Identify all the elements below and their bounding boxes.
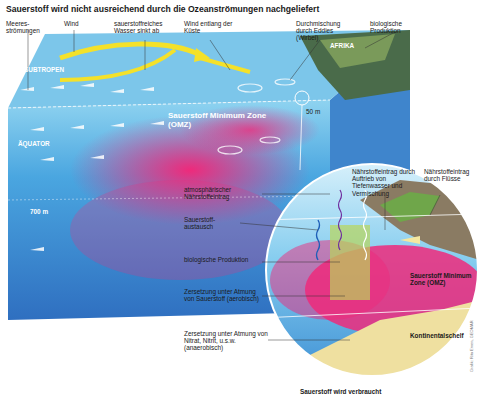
annotation-label: SUBTROPEN [24,66,84,73]
annotation-label: Sauerstoff Minimum Zone (OMZ) [410,272,472,286]
annotation-label: Zersetzung unter Atmung von Nitrat, Nitr… [184,330,270,352]
annotation-label: 50 m [306,108,336,115]
annotation-label: Wind [64,20,94,27]
annotation-label: Durchmischung durch Eddies (Wirbel) [296,20,356,42]
annotation-label: Kontinentalschelf [410,332,472,339]
annotation-label: Wind entlang der Küste [184,20,240,34]
annotation-label: Sauerstoff-austausch [184,216,242,230]
annotation-label: sauerstoffreiches Wasser sinkt ab [114,20,178,34]
annotation-label: AFRIKA [330,42,370,49]
annotation-label: Zersetzung unter Atmung von Sauerstoff (… [184,288,266,302]
annotation-label: Sauerstoff Minimum Zone (OMZ) [168,112,288,130]
annotation-label: Meeres-strömungen [6,20,46,34]
annotation-label: Grafik: Rita Erven, GEOMAR [470,320,474,372]
annotation-label: Nährstoffeintrag durch Flüsse [424,168,478,182]
annotation-label: ÄQUATOR [18,140,78,147]
annotation-label: Sauerstoff wird verbraucht [300,388,440,395]
annotation-label: atmosphärischer Nährstoffeintrag [184,186,264,200]
annotation-label: biologische Produktion [184,256,264,263]
title: Sauerstoff wird nicht ausreichend durch … [6,4,319,14]
annotation-label: biologische Produktion [370,20,426,34]
annotation-label: 700 m [30,208,70,215]
annotation-label: Nährstoffeintrag durch Auftrieb von Tief… [352,168,420,197]
